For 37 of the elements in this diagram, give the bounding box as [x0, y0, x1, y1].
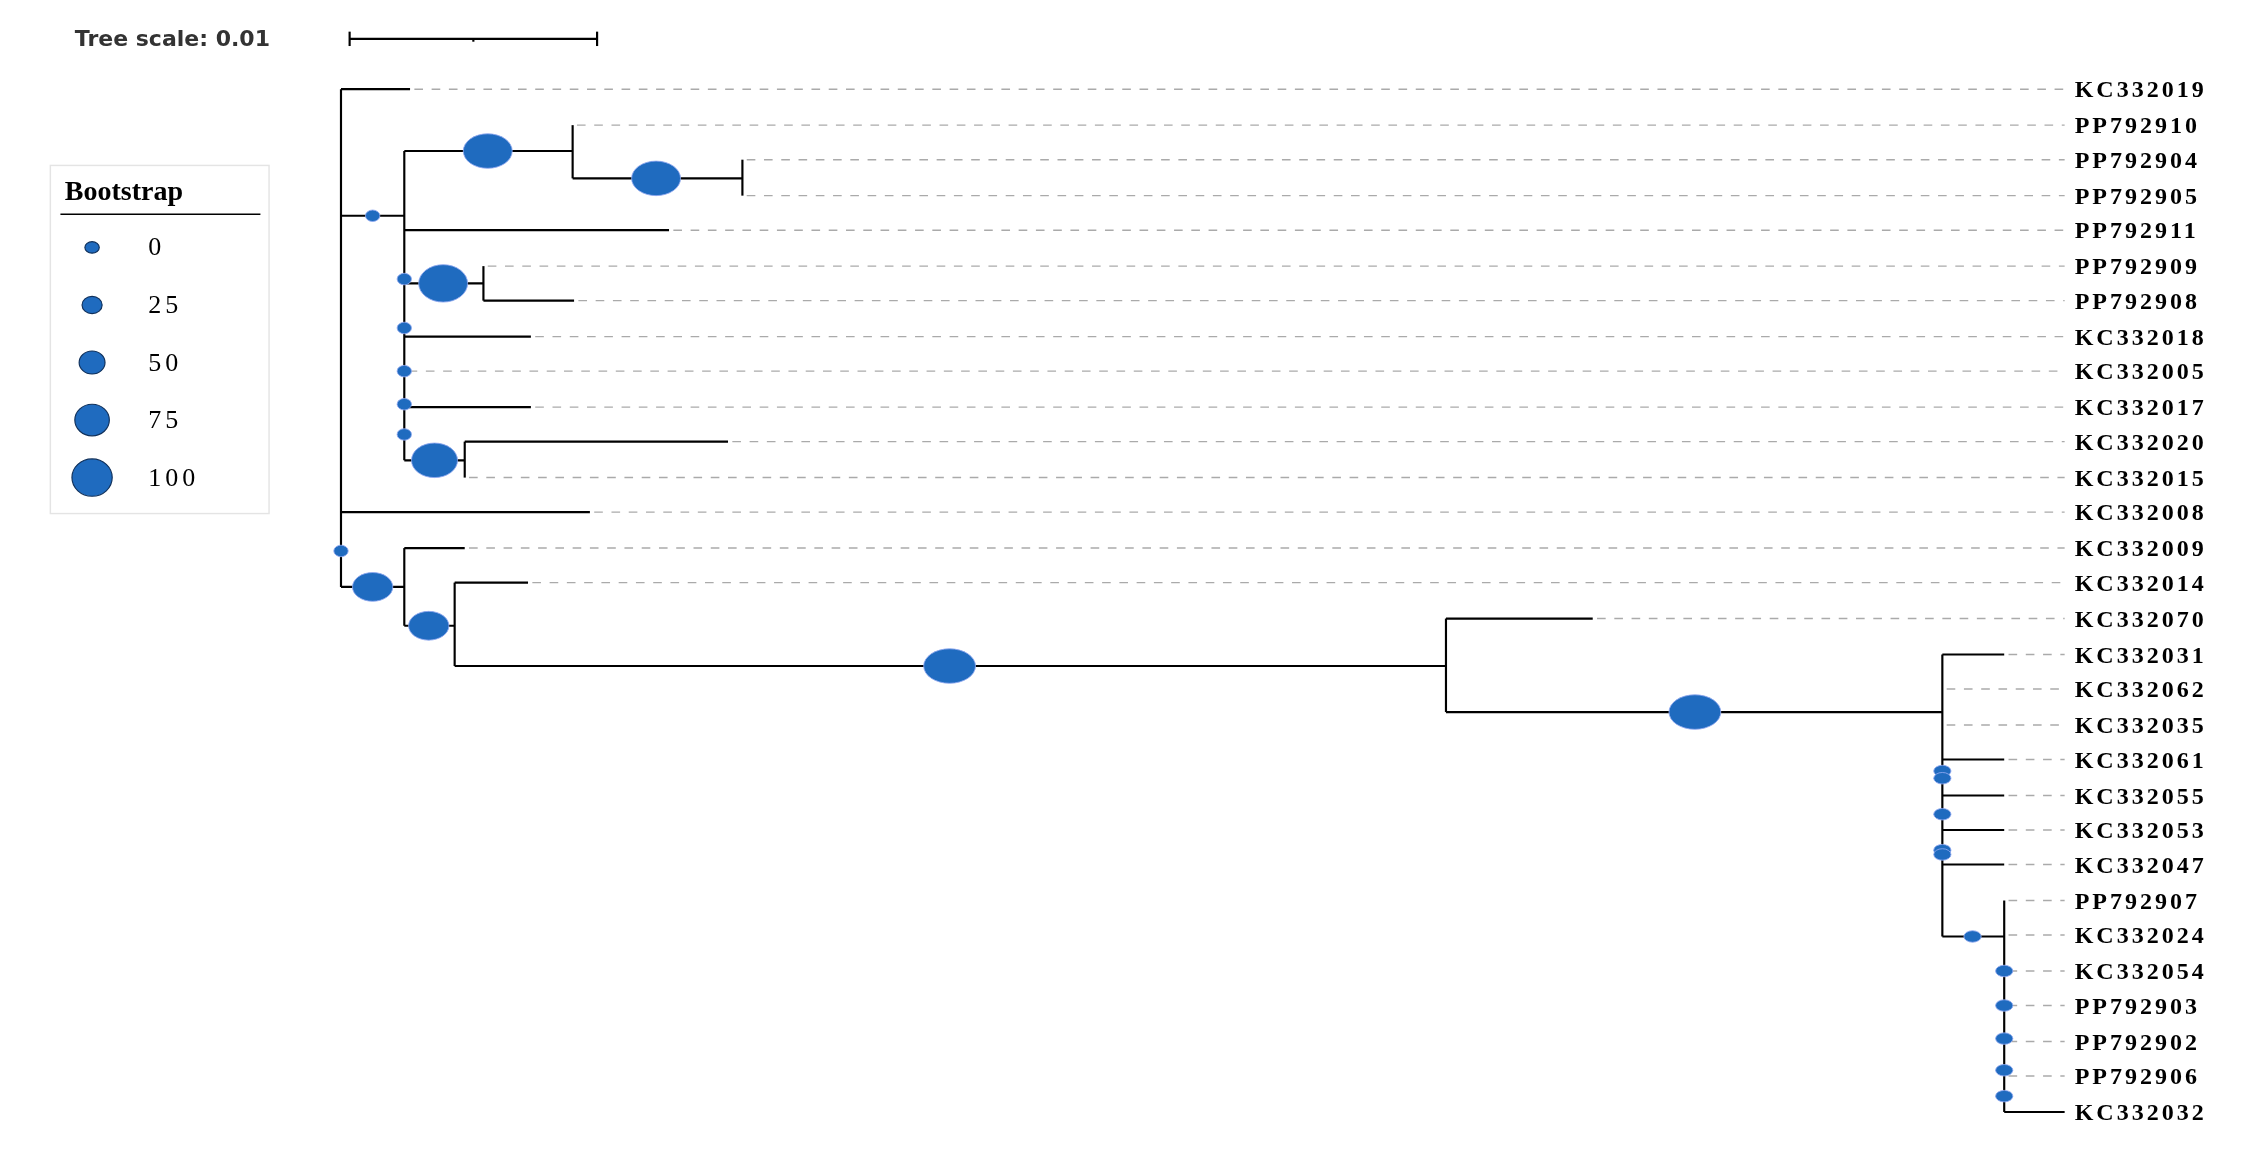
leaf-label: KC332053 — [2074, 818, 2207, 843]
leaf-label: KC332019 — [2074, 77, 2207, 102]
leaf-label: PP792907 — [2074, 888, 2201, 913]
leaf-label: KC332015 — [2074, 465, 2207, 490]
leaf-label: PP792908 — [2074, 288, 2201, 313]
leaf-label: KC332020 — [2074, 429, 2207, 454]
leaf-label: KC332018 — [2074, 324, 2207, 349]
leaf-label: PP792909 — [2074, 254, 2201, 279]
leaf-label: KC332054 — [2074, 959, 2207, 984]
legend-title: Bootstrap — [64, 177, 183, 206]
leaf-label: KC332005 — [2074, 359, 2207, 384]
leaf-label: KC332047 — [2074, 852, 2207, 877]
leaf-label: PP792910 — [2074, 113, 2201, 138]
leaf-label: PP792903 — [2074, 993, 2201, 1018]
leaf-label: PP792902 — [2074, 1029, 2201, 1054]
leaf-label: KC332031 — [2074, 642, 2207, 667]
legend-label: 0 — [148, 234, 166, 261]
leaf-label: KC332062 — [2074, 677, 2207, 702]
leaf-label: KC332017 — [2074, 395, 2207, 420]
scale-label: Tree scale: 0.01 — [74, 27, 270, 50]
legend-label: 50 — [148, 349, 183, 376]
leaf-label: KC332008 — [2074, 500, 2207, 525]
leaf-label: PP792904 — [2074, 147, 2201, 172]
leaf-label: KC332070 — [2074, 606, 2207, 631]
leaf-label: PP792911 — [2074, 218, 2199, 243]
leaf-label: KC332035 — [2074, 713, 2207, 738]
leaf-label: KC332024 — [2074, 923, 2207, 948]
leaf-label: PP792906 — [2074, 1064, 2201, 1089]
legend-label: 75 — [148, 407, 183, 434]
legend-label: 25 — [148, 292, 183, 318]
leaf-label: KC332014 — [2074, 570, 2207, 595]
leaf-label: KC332055 — [2074, 783, 2207, 808]
leaf-label: KC332009 — [2074, 536, 2207, 561]
leaf-label: KC332061 — [2074, 747, 2207, 772]
legend-label: 100 — [148, 464, 200, 491]
leaf-label: KC332032 — [2074, 1100, 2207, 1125]
leaf-label: PP792905 — [2074, 183, 2201, 208]
